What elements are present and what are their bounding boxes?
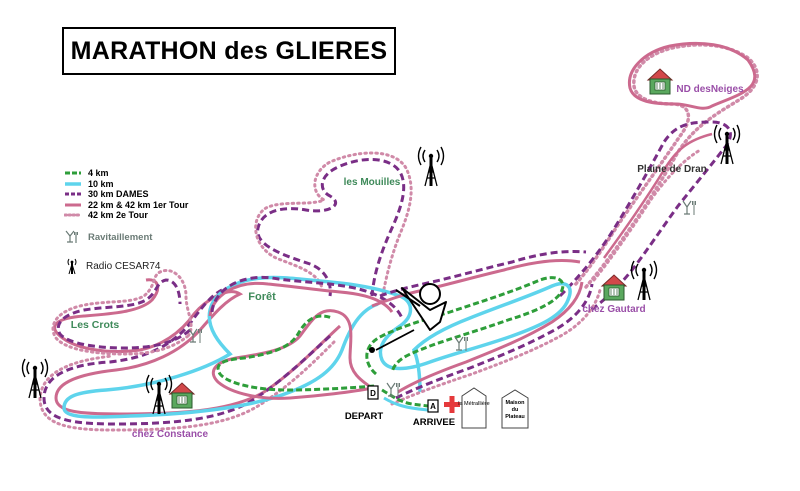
- place-chez-gautard: chez Gautard: [582, 304, 645, 315]
- legend-label: 30 km DAMES: [88, 189, 149, 200]
- route-42km-2e-tour: [572, 43, 759, 289]
- place-depart: DEPART: [345, 411, 384, 422]
- legend-item-22-42km: 22 km & 42 km 1er Tour: [64, 200, 264, 211]
- place-nd-des-neiges: ND desNeiges: [676, 84, 744, 95]
- place-les-mouilles: les Mouilles: [344, 177, 401, 188]
- radio-antenna-icon: [417, 145, 445, 188]
- ravitaillement-icon: [386, 382, 401, 398]
- legend-swatch-10km: [65, 182, 81, 186]
- legend-label: 42 km 2e Tour: [88, 210, 148, 221]
- legend-item-42km-2e-tour: 42 km 2e Tour: [64, 210, 264, 221]
- legend-label: 4 km: [88, 168, 109, 179]
- legend-item-30km-dames: 30 km DAMES: [64, 189, 264, 200]
- legend-swatch-42km-2e: [64, 213, 82, 217]
- place-maison-du-plateau-line1: Maison: [506, 400, 526, 406]
- radio-antenna-icon: [713, 123, 741, 166]
- legend-item-10km: 10 km: [64, 179, 264, 190]
- arrivee-marker: [427, 399, 439, 413]
- house-nd-des-neiges-icon: [647, 68, 673, 95]
- place-foret: Forêt: [248, 291, 276, 303]
- route-30km-dames-ne: [558, 120, 732, 314]
- place-plaine-de-dran: Plaine de Dran: [637, 164, 706, 175]
- building-maison-du-plateau-icon: [501, 389, 529, 429]
- route-10km: [62, 275, 572, 419]
- skier-icon: [369, 283, 447, 353]
- ravitaillement-icon: [454, 336, 469, 352]
- legend-radio-label: Radio CESAR74: [86, 260, 161, 272]
- radio-antenna-icon: [67, 258, 77, 275]
- legend-swatch-4km: [65, 171, 81, 175]
- legend: 4 km 10 km 30 km DAMES 22 km & 42 km 1er…: [64, 168, 264, 221]
- ravitaillement-icon: [682, 200, 697, 216]
- route-22-42km-west: [53, 278, 342, 416]
- place-maison-du-plateau-line3: Plateau: [505, 414, 525, 420]
- legend-label: 10 km: [88, 178, 114, 189]
- place-chez-constance: chez Constance: [132, 429, 209, 440]
- legend-swatch-22-42km: [65, 203, 81, 207]
- route-30km-dames-mouilles: [256, 157, 406, 297]
- legend-item-4km: 4 km: [64, 168, 264, 179]
- ravitaillement-icon: [65, 230, 78, 243]
- map-title: MARATHON des GLIERES: [62, 27, 396, 75]
- legend-ravitaillement: Ravitaillement: [64, 229, 152, 245]
- route-4km: [216, 314, 375, 392]
- legend-swatch-30km: [65, 192, 81, 196]
- route-22-42km-ne: [627, 41, 757, 110]
- legend-radio: Radio CESAR74: [64, 256, 160, 276]
- house-chez-gautard-icon: [601, 274, 627, 301]
- house-chez-constance-icon: [169, 382, 195, 409]
- legend-label: 22 km & 42 km 1er Tour: [88, 199, 189, 210]
- first-aid-icon: [444, 396, 460, 413]
- depart-marker: [367, 385, 379, 400]
- place-maison-du-plateau-line2: du: [512, 407, 519, 413]
- arrivee-marker-label: A: [430, 402, 436, 411]
- route-30km-dames-west: [42, 288, 332, 426]
- route-22-42km-central: [212, 309, 373, 400]
- place-la-metralliere: la Métrallière: [458, 401, 489, 407]
- place-arrivee: ARRIVEE: [413, 417, 455, 428]
- building-la-metralliere-icon: [461, 387, 487, 429]
- place-les-crots: Les Crots: [71, 319, 120, 331]
- legend-ravitaillement-label: Ravitaillement: [88, 231, 153, 243]
- route-les-crots-lobe: [51, 269, 193, 356]
- depart-marker-label: D: [370, 389, 376, 398]
